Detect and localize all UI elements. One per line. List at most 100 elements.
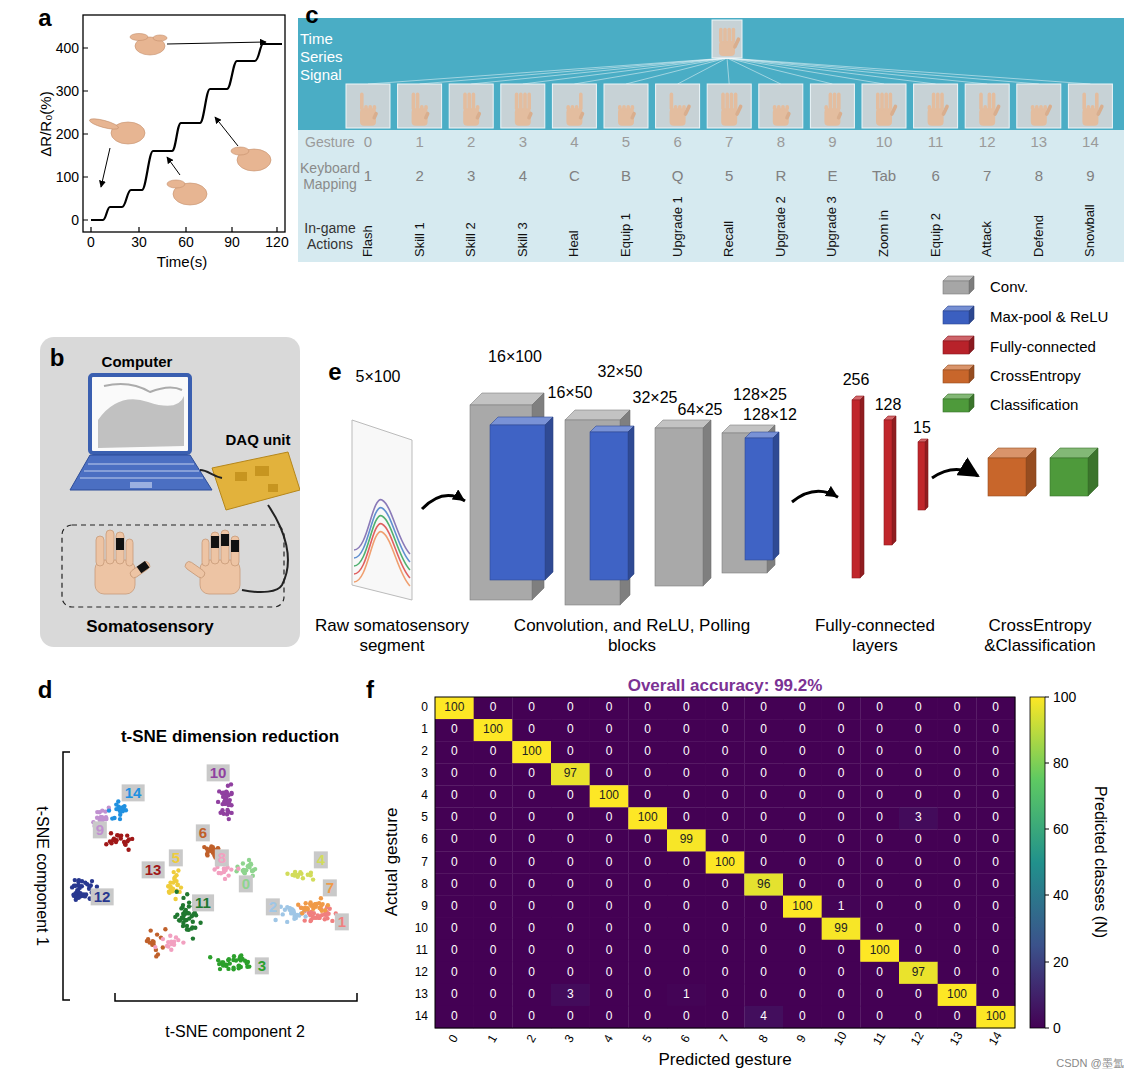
cell-value: 0: [683, 701, 690, 715]
axis-title: Predicted gesture: [658, 1050, 791, 1070]
drawing-part: [101, 148, 110, 187]
cell-value: 0: [528, 878, 535, 892]
hand-finger: [781, 105, 785, 110]
matrix-cell: [899, 763, 938, 785]
fc-bar-front: [884, 420, 892, 545]
cell-value: 0: [838, 944, 845, 958]
drawing-part: [211, 532, 219, 564]
scatter-dot: [223, 877, 227, 881]
photo-frame: [501, 84, 545, 128]
matrix-cell: [474, 829, 513, 851]
cell-value: 3: [915, 811, 922, 825]
matrix-cell: [860, 962, 899, 984]
node-text: Time Series Signal: [300, 30, 352, 84]
cell-value: 0: [760, 723, 767, 737]
scatter-dot: [181, 921, 185, 925]
pool-slab-front: [745, 438, 773, 560]
cell-value: 0: [954, 856, 961, 870]
colorbar-tick: 80: [1053, 755, 1069, 771]
signal-trace: [354, 532, 410, 586]
hand-thumb: [732, 37, 740, 49]
hand-finger: [773, 105, 777, 110]
photo-frame: [914, 84, 958, 128]
matrix-cell: [976, 918, 1015, 940]
matrix-cell: [744, 962, 783, 984]
matrix-cell: [938, 918, 977, 940]
cell-value: 100: [444, 701, 464, 715]
scatter-dot: [173, 897, 177, 901]
gesture-number: 9: [828, 133, 836, 150]
hand-finger: [1035, 105, 1039, 110]
matrix-cell: [628, 1006, 667, 1028]
cell-value: 0: [915, 922, 922, 936]
axis-tick-label: 0: [71, 212, 79, 228]
cell-value: 0: [954, 701, 961, 715]
key-label: Q: [672, 167, 684, 184]
cell-value: 0: [760, 988, 767, 1002]
matrix-cell: [474, 851, 513, 873]
cell-value: 0: [722, 878, 729, 892]
matrix-cell: [938, 785, 977, 807]
action-label: Upgrade 2: [773, 196, 789, 257]
matrix-cell: [744, 785, 783, 807]
scatter-dot: [227, 800, 231, 804]
hand-finger: [523, 93, 527, 111]
node-text: Computer: [102, 353, 173, 370]
action-label: Defend: [1031, 215, 1047, 257]
matrix-cell: [899, 785, 938, 807]
cell-value: 0: [606, 900, 613, 914]
cell-value: 0: [490, 922, 497, 936]
node-text: Somatosensory: [86, 617, 214, 637]
matrix-cell: [706, 851, 745, 873]
column-label: 11: [871, 1030, 889, 1048]
matrix-cell: [822, 1006, 861, 1028]
hand-finger: [829, 93, 833, 111]
node-shape: [838, 370, 874, 582]
scatter-dot: [170, 887, 174, 891]
cell-value: 99: [680, 834, 693, 848]
matrix-cell: [590, 741, 629, 763]
loss-cube-front: [988, 458, 1026, 496]
scatter-dot: [304, 901, 308, 905]
matrix-cell: [744, 918, 783, 940]
matrix-cell: [474, 785, 513, 807]
scatter-dot: [303, 914, 307, 918]
cell-value: 0: [992, 723, 999, 737]
scatter-dot: [299, 906, 303, 910]
node-text: 256: [843, 371, 870, 389]
matrix-cell: [976, 697, 1015, 719]
row-label: 0: [421, 701, 428, 715]
matrix-cell: [628, 984, 667, 1006]
matrix-cell: [435, 918, 474, 940]
hand-finger: [928, 105, 932, 110]
drawing-part: [126, 539, 133, 566]
cell-value: 0: [606, 1010, 613, 1024]
hand-finger: [1087, 105, 1091, 110]
matrix-cell: [706, 741, 745, 763]
hand-finger: [988, 93, 992, 111]
axis-title: t-SNE component 2: [165, 1023, 305, 1041]
scatter-dot: [118, 813, 122, 817]
matrix-cell: [783, 807, 822, 829]
node-shape: [340, 365, 422, 605]
fc-bar-side: [860, 396, 864, 578]
cell-value: 0: [567, 745, 574, 759]
legend-swatch-front: [943, 399, 969, 412]
matrix-cell: [590, 785, 629, 807]
matrix-cell: [435, 851, 474, 873]
gesture-number: 14: [1082, 133, 1099, 150]
scatter-dot: [249, 862, 253, 866]
scatter-dot: [239, 958, 243, 962]
hand-finger: [368, 105, 372, 110]
axis-title: t-SNE component 1: [33, 806, 51, 946]
drawing-part: [98, 396, 184, 448]
drawing-part: [184, 530, 240, 594]
matrix-cell: [628, 719, 667, 741]
cell-value: 0: [451, 944, 458, 958]
photo-frame: [712, 20, 742, 58]
scatter-dot: [293, 870, 297, 874]
scatter-dot: [311, 916, 315, 920]
panel-letter: d: [38, 676, 53, 704]
legend-swatch-side: [969, 365, 974, 383]
scatter-dot: [314, 902, 318, 906]
